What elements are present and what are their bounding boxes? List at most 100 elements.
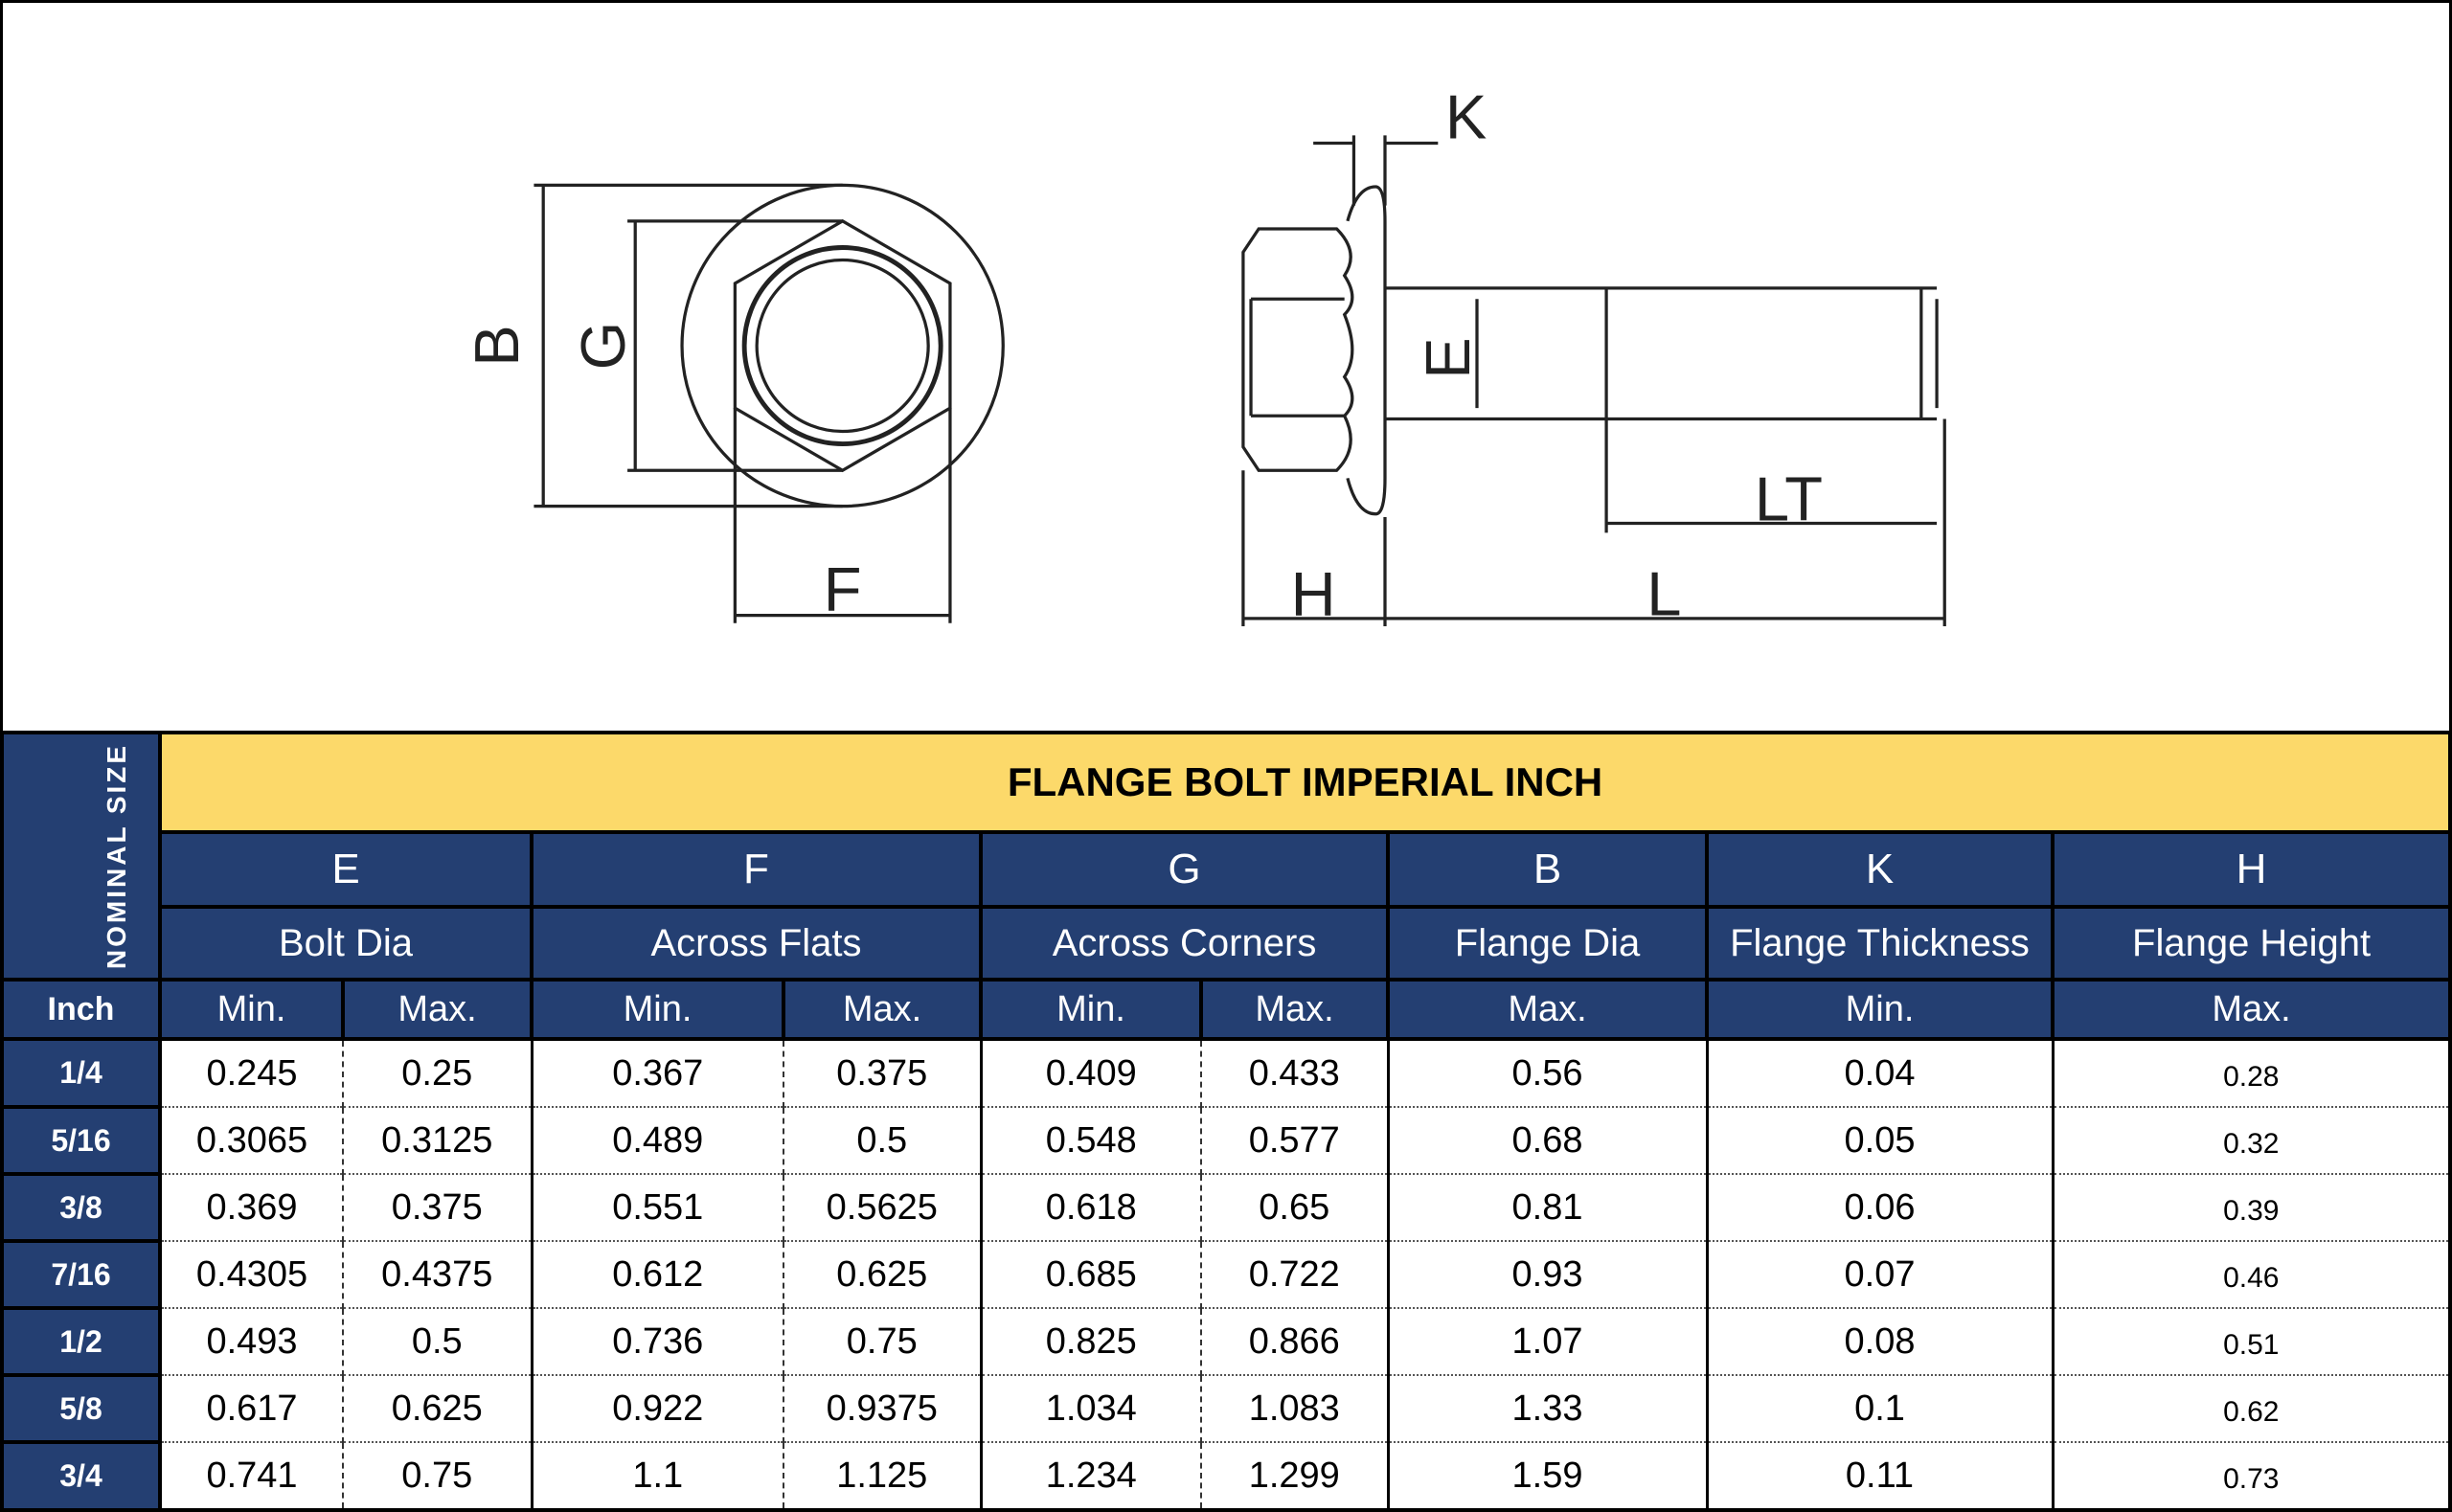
value-cell: 1.59 <box>1386 1442 1707 1512</box>
column-letter-B: B <box>1386 830 1709 909</box>
value-cell: 0.04 <box>1705 1039 2053 1108</box>
value-cell: 0.32 <box>2051 1107 2452 1175</box>
subheader-min: Min. <box>979 978 1203 1041</box>
value-cell: 0.5 <box>342 1308 532 1376</box>
nominal-size-cell: 3/8 <box>0 1174 162 1243</box>
nominal-size-label: NOMINAL SIZE <box>102 742 132 970</box>
value-cell: 0.07 <box>1705 1241 2053 1309</box>
value-cell: 0.617 <box>158 1375 343 1443</box>
value-cell: 0.825 <box>979 1308 1201 1376</box>
value-cell: 0.75 <box>783 1308 981 1376</box>
value-cell: 1.234 <box>979 1442 1201 1512</box>
subheader-max: Max. <box>1386 978 1709 1041</box>
value-cell: 0.375 <box>342 1174 532 1242</box>
value-cell: 0.81 <box>1386 1174 1707 1242</box>
value-cell: 0.73 <box>2051 1442 2452 1512</box>
value-cell: 0.612 <box>530 1241 783 1309</box>
subheader-max: Max. <box>2050 978 2452 1041</box>
label-B: B <box>462 325 532 366</box>
value-cell: 1.083 <box>1200 1375 1388 1443</box>
subheader-max: Max. <box>341 978 534 1041</box>
label-K: K <box>1445 82 1487 152</box>
value-cell: 0.28 <box>2051 1039 2452 1108</box>
value-cell: 0.08 <box>1705 1308 2053 1376</box>
nominal-size-cell: 1/4 <box>0 1039 162 1109</box>
flange-bolt-spec-table: NOMINAL SIZE FLANGE BOLT IMPERIAL INCH E… <box>0 731 2452 1512</box>
value-cell: 0.548 <box>979 1107 1201 1175</box>
value-cell: 0.06 <box>1705 1174 2053 1242</box>
value-cell: 1.299 <box>1200 1442 1388 1512</box>
label-LT: LT <box>1755 463 1823 533</box>
unit-header: Inch <box>0 978 162 1041</box>
value-cell: 0.245 <box>158 1039 343 1108</box>
value-cell: 0.577 <box>1200 1107 1388 1175</box>
value-cell: 0.618 <box>979 1174 1201 1242</box>
nominal-size-cell: 5/8 <box>0 1375 162 1444</box>
value-cell: 0.5625 <box>783 1174 981 1242</box>
value-cell: 0.51 <box>2051 1308 2452 1376</box>
column-label: Flange Thickness <box>1705 905 2055 982</box>
nominal-size-cell: 3/4 <box>0 1442 162 1512</box>
label-L: L <box>1646 559 1681 629</box>
front-view: B G F <box>462 183 1005 624</box>
value-cell: 0.551 <box>530 1174 783 1242</box>
column-letter-E: E <box>158 830 534 909</box>
subheader-min: Min. <box>158 978 345 1041</box>
value-cell: 0.9375 <box>783 1375 981 1443</box>
label-G: G <box>568 322 638 371</box>
value-cell: 0.46 <box>2051 1241 2452 1309</box>
value-cell: 0.25 <box>342 1039 532 1108</box>
subheader-min: Min. <box>1705 978 2055 1041</box>
value-cell: 0.1 <box>1705 1375 2053 1443</box>
column-label: Bolt Dia <box>158 905 534 982</box>
side-view: K E H L LT <box>1241 82 1946 629</box>
column-letter-K: K <box>1705 830 2055 909</box>
value-cell: 0.433 <box>1200 1039 1388 1108</box>
value-cell: 0.922 <box>530 1375 783 1443</box>
value-cell: 0.56 <box>1386 1039 1707 1108</box>
value-cell: 0.736 <box>530 1308 783 1376</box>
value-cell: 0.11 <box>1705 1442 2053 1512</box>
table-title: FLANGE BOLT IMPERIAL INCH <box>157 731 2452 834</box>
label-H: H <box>1291 559 1336 629</box>
column-label: Flange Dia <box>1386 905 1709 982</box>
subheader-max: Max. <box>1199 978 1390 1041</box>
value-cell: 1.33 <box>1386 1375 1707 1443</box>
value-cell: 1.07 <box>1386 1308 1707 1376</box>
bolt-technical-drawing: B G F K E H L LT <box>462 82 1946 629</box>
value-cell: 0.369 <box>158 1174 343 1242</box>
value-cell: 0.4305 <box>158 1241 343 1309</box>
column-label: Across Flats <box>530 905 983 982</box>
subheader-min: Min. <box>530 978 785 1041</box>
value-cell: 0.625 <box>342 1375 532 1443</box>
value-cell: 0.62 <box>2051 1375 2452 1443</box>
value-cell: 0.367 <box>530 1039 783 1108</box>
value-cell: 0.625 <box>783 1241 981 1309</box>
column-letter-F: F <box>530 830 983 909</box>
value-cell: 1.034 <box>979 1375 1201 1443</box>
value-cell: 0.722 <box>1200 1241 1388 1309</box>
value-cell: 0.39 <box>2051 1174 2452 1242</box>
value-cell: 0.493 <box>158 1308 343 1376</box>
value-cell: 0.375 <box>783 1039 981 1108</box>
value-cell: 0.3125 <box>342 1107 532 1175</box>
value-cell: 0.65 <box>1200 1174 1388 1242</box>
value-cell: 0.05 <box>1705 1107 2053 1175</box>
label-E: E <box>1413 337 1483 378</box>
nominal-size-cell: 7/16 <box>0 1241 162 1310</box>
value-cell: 1.125 <box>783 1442 981 1512</box>
value-cell: 0.685 <box>979 1241 1201 1309</box>
nominal-size-cell: 1/2 <box>0 1308 162 1377</box>
column-label: Flange Height <box>2050 905 2452 982</box>
value-cell: 0.93 <box>1386 1241 1707 1309</box>
value-cell: 0.4375 <box>342 1241 532 1309</box>
value-cell: 0.3065 <box>158 1107 343 1175</box>
column-label: Across Corners <box>979 905 1390 982</box>
